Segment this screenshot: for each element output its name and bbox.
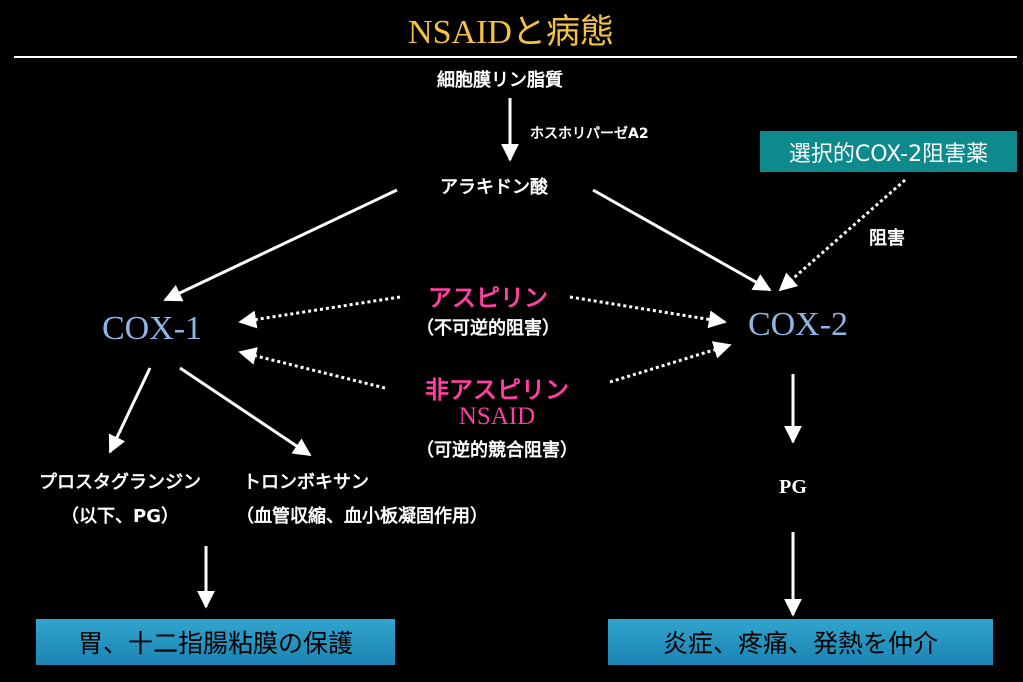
- aspirin-label: アスピリン: [428, 284, 548, 312]
- thromboxane-effect: （血管収縮、血小板凝固作用）: [236, 506, 488, 527]
- phospholipase-label: ホスホリパーゼA2: [530, 126, 649, 142]
- prostaglandin-abbrev: （以下、PG）: [61, 506, 179, 527]
- arrow-nonaspirin-to-cox1: [238, 347, 386, 390]
- prostaglandin-label: プロスタグランジン: [39, 472, 201, 493]
- arrow-arachidonic-to-cox2: [592, 188, 772, 292]
- selective-cox2-inhibitor-label: 選択的COX-2阻害薬: [788, 141, 989, 167]
- cox1-label: COX-1: [101, 310, 203, 347]
- cox2-label: COX-2: [747, 306, 849, 343]
- non-aspirin-label: 非アスピリン: [425, 376, 569, 404]
- selective-cox2-inhibitor-box: 選択的COX-2阻害薬: [760, 131, 1017, 172]
- arrow-cox1-to-prostaglandin: [108, 367, 152, 454]
- arrow-aspirin-to-cox1: [238, 295, 401, 329]
- pg-label: PG: [779, 476, 807, 498]
- thromboxane-label: トロンボキサン: [243, 472, 369, 493]
- mucosal-protection-label: 胃、十二指腸粘膜の保護: [77, 629, 353, 658]
- title-divider: [14, 56, 1017, 58]
- mucosal-protection-box: 胃、十二指腸粘膜の保護: [36, 619, 395, 665]
- inhibition-label: 阻害: [869, 228, 905, 249]
- aspirin-note: （不可逆的阻害）: [416, 318, 560, 339]
- non-aspirin-note: （可逆的競合阻害）: [416, 440, 578, 461]
- inflammation-mediation-label: 炎症、疼痛、発熱を仲介: [662, 629, 938, 658]
- arrow-cox1-to-thromboxane: [179, 366, 312, 457]
- arrow-arachidonic-to-cox1: [163, 188, 398, 302]
- inflammation-mediation-box: 炎症、疼痛、発熱を仲介: [608, 619, 993, 665]
- nsaid-label: NSAID: [458, 403, 536, 430]
- arrow-aspirin-to-cox2: [569, 295, 727, 329]
- arachidonic-acid-label: アラキドン酸: [440, 177, 548, 198]
- page-title: NSAIDと病態: [408, 14, 614, 51]
- arrow-selective-to-cox2: [778, 178, 906, 292]
- arrow-nonaspirin-to-cox2: [609, 341, 732, 384]
- membrane-phospholipid-label: 細胞膜リン脂質: [437, 70, 563, 91]
